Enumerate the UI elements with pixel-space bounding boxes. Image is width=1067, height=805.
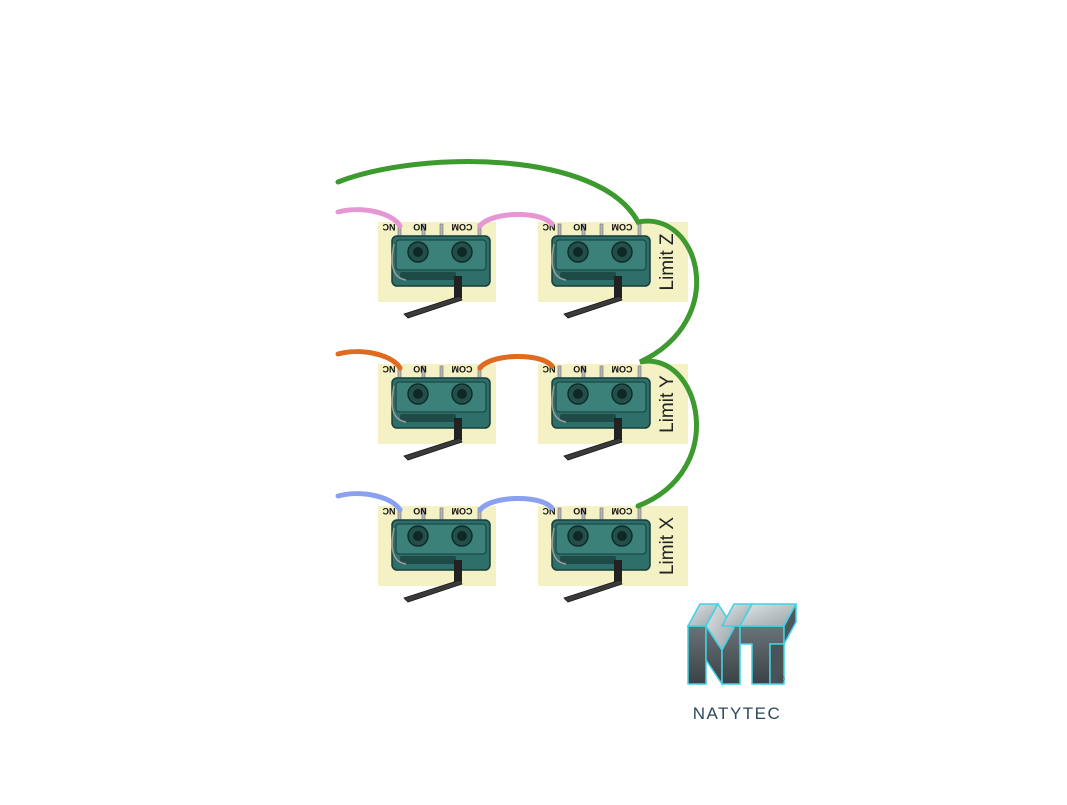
pin-label: COM bbox=[612, 222, 633, 232]
pin-label: NC bbox=[542, 364, 555, 374]
screw-core bbox=[573, 531, 583, 541]
screw-core bbox=[573, 247, 583, 257]
pin-label: COM bbox=[452, 364, 473, 374]
limit-switch: NC NO COM bbox=[382, 506, 491, 603]
pin-label: COM bbox=[612, 506, 633, 516]
pin-label: NO bbox=[413, 506, 427, 516]
screw-core bbox=[413, 247, 423, 257]
lever-hinge bbox=[391, 527, 407, 565]
pin-label: NO bbox=[573, 506, 587, 516]
lever-hinge bbox=[551, 385, 567, 423]
switch-plunger bbox=[454, 418, 462, 440]
limit-switch: NC NO COM bbox=[382, 222, 491, 319]
wire-orange-link bbox=[477, 354, 555, 371]
switch-lever bbox=[563, 295, 623, 319]
pin-label: NC bbox=[542, 506, 555, 516]
pin-label: NO bbox=[413, 222, 427, 232]
switch-lever bbox=[403, 437, 463, 461]
limit-switch: NC NO COM bbox=[382, 364, 491, 461]
pin-label: NO bbox=[573, 364, 587, 374]
switch-lever bbox=[403, 295, 463, 319]
pin-label: COM bbox=[452, 506, 473, 516]
wire-pink-link bbox=[477, 212, 555, 229]
switch-base bbox=[560, 272, 616, 280]
ntt-3d-logo-icon bbox=[686, 602, 798, 687]
switch-lever bbox=[403, 579, 463, 603]
screw-core bbox=[617, 531, 627, 541]
lever-hinge bbox=[551, 527, 567, 565]
screw-core bbox=[617, 247, 627, 257]
limit-switch: NC NO COM bbox=[542, 364, 651, 461]
switch-plunger bbox=[454, 560, 462, 582]
pin-label: COM bbox=[612, 364, 633, 374]
switch-base bbox=[400, 556, 456, 564]
logo-block bbox=[783, 603, 797, 645]
screw-core bbox=[413, 531, 423, 541]
limit-label: Limit Z bbox=[657, 233, 678, 290]
switch-plunger bbox=[614, 560, 622, 582]
registered-mark: ® bbox=[778, 674, 785, 684]
wire-green-common bbox=[335, 159, 700, 509]
screw-core bbox=[573, 389, 583, 399]
switch-base bbox=[400, 272, 456, 280]
screw-core bbox=[457, 531, 467, 541]
brand-name: NATYTEC bbox=[692, 704, 782, 723]
pin-label: NC bbox=[382, 364, 395, 374]
limit-switch: NC NO COM bbox=[542, 506, 651, 603]
screw-core bbox=[413, 389, 423, 399]
pin-label: NC bbox=[382, 222, 395, 232]
wire-pink-in bbox=[335, 207, 403, 229]
limit-label: Limit X bbox=[657, 517, 678, 575]
switch-plunger bbox=[454, 276, 462, 298]
switch-plunger bbox=[614, 276, 622, 298]
pin-label: COM bbox=[452, 222, 473, 232]
logo-block bbox=[769, 643, 785, 685]
switch-base bbox=[560, 556, 616, 564]
switch-plunger bbox=[614, 418, 622, 440]
wire-blue-in bbox=[335, 491, 403, 513]
limit-switch: NC NO COM bbox=[542, 222, 651, 319]
switch-lever bbox=[563, 437, 623, 461]
switch-lever bbox=[563, 579, 623, 603]
wire-orange-in bbox=[335, 349, 403, 371]
screw-core bbox=[617, 389, 627, 399]
lever-hinge bbox=[551, 243, 567, 281]
lever-hinge bbox=[391, 243, 407, 281]
screw-core bbox=[457, 389, 467, 399]
wire-blue-link bbox=[477, 496, 555, 513]
lever-hinge bbox=[391, 385, 407, 423]
switch-base bbox=[400, 414, 456, 422]
pin-label: NC bbox=[382, 506, 395, 516]
limit-label: Limit Y bbox=[657, 375, 678, 433]
logo-block bbox=[687, 625, 707, 685]
pin-label: NC bbox=[542, 222, 555, 232]
pin-label: NO bbox=[413, 364, 427, 374]
screw-core bbox=[457, 247, 467, 257]
pin-label: NO bbox=[573, 222, 587, 232]
switch-base bbox=[560, 414, 616, 422]
